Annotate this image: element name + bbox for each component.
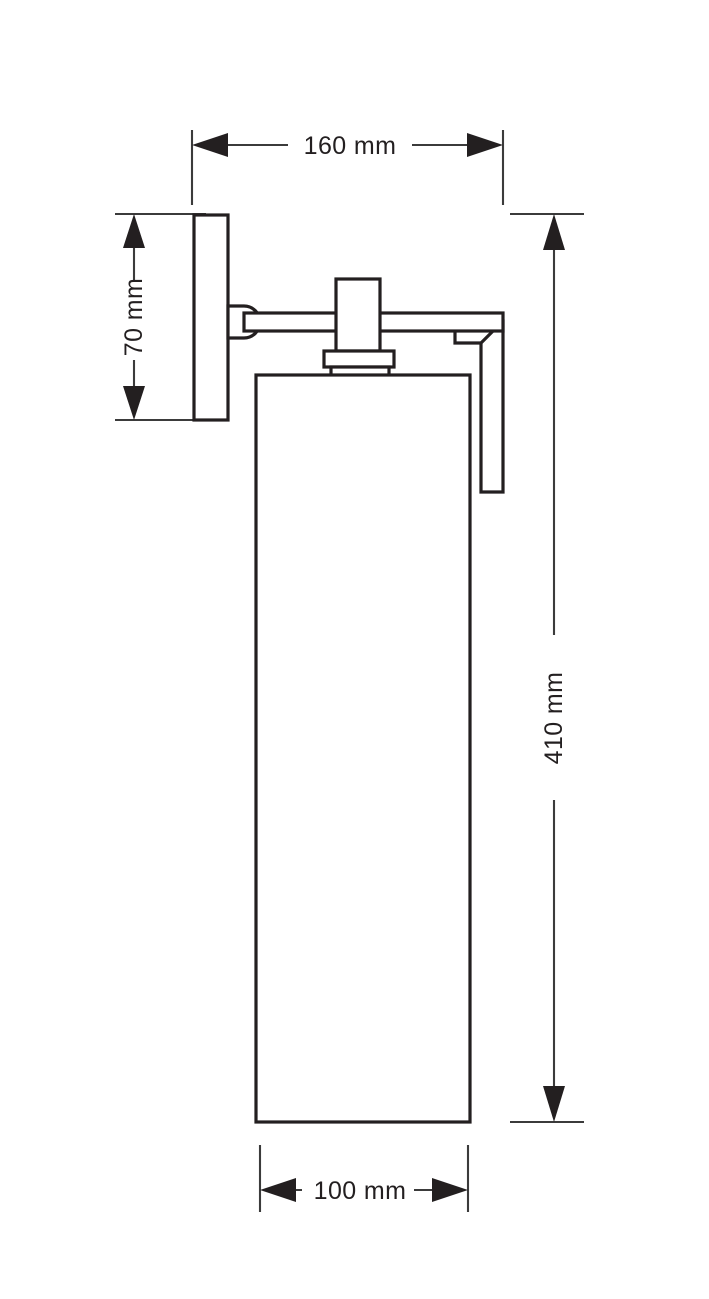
dimension-label-70: 70 mm bbox=[120, 278, 148, 356]
dimension-label-160: 160 mm bbox=[304, 132, 397, 160]
part-flange-plate bbox=[322, 349, 396, 369]
arrow-right-100 bbox=[432, 1178, 468, 1202]
dimension-410mm: 410 mm bbox=[510, 212, 584, 1124]
dimension-70mm: 70 mm bbox=[115, 212, 206, 422]
arrow-down-70 bbox=[123, 386, 145, 420]
dimension-label-410: 410 mm bbox=[540, 672, 568, 765]
arrow-left-160 bbox=[192, 133, 228, 157]
part-riser-block bbox=[334, 277, 382, 353]
dimension-160mm: 160 mm bbox=[190, 130, 505, 205]
dimension-100mm: 100 mm bbox=[258, 1145, 470, 1212]
part-shade-body bbox=[254, 373, 472, 1124]
arrow-up-410 bbox=[543, 214, 565, 250]
arrow-down-410 bbox=[543, 1086, 565, 1122]
dimension-label-100: 100 mm bbox=[314, 1177, 407, 1205]
arrow-left-100 bbox=[260, 1178, 296, 1202]
part-wall-plate bbox=[192, 213, 230, 422]
arrow-up-70 bbox=[123, 214, 145, 248]
arrow-right-160 bbox=[467, 133, 503, 157]
